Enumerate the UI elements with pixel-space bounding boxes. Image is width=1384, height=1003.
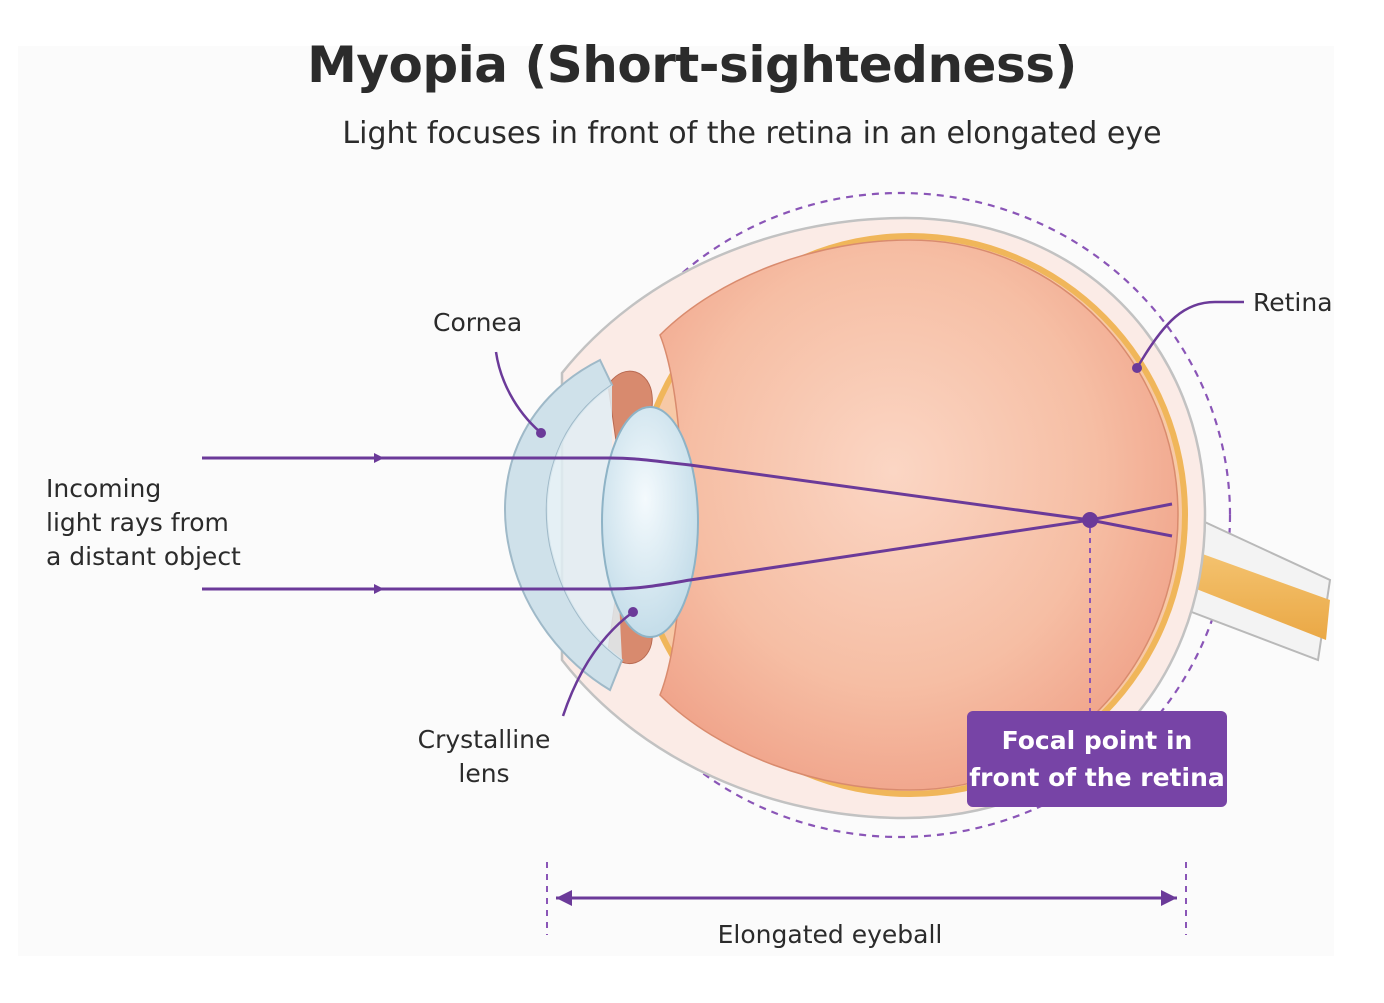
incoming-light-line-3: a distant object: [46, 542, 241, 571]
lens-leader: [561, 610, 634, 717]
elongated-eyeball-label: Elongated eyeball: [717, 920, 943, 949]
incoming-light-line-2: light rays from: [46, 508, 229, 537]
cornea-label: Cornea: [433, 308, 523, 337]
cornea-leader: [494, 351, 541, 433]
incoming-light-line-1: Incoming: [46, 474, 162, 503]
focal-point-marker: [1082, 512, 1098, 528]
diagram-title: Myopia (Short-sightedness): [307, 36, 1077, 94]
light-ray-lower-refracted: [609, 502, 1173, 591]
focal-point-line-1: Focal point in: [1001, 726, 1193, 755]
incoming-light-label: Incoming light rays from a distant objec…: [46, 472, 241, 574]
crystalline-lens-label: Crystalline lens: [414, 723, 554, 791]
crystalline-lens: [601, 406, 699, 638]
vitreous-body: [659, 239, 1179, 791]
retina-leader: [1135, 300, 1244, 369]
light-ray-upper-refracted: [609, 456, 1173, 538]
focal-point-callout: Focal point in front of the retina: [967, 711, 1227, 807]
normal-eye-outline: [568, 191, 1232, 839]
retina-label: Retina: [1253, 288, 1333, 317]
lens-label-line-1: Crystalline: [417, 725, 551, 754]
lens-label-line-2: lens: [458, 759, 510, 788]
diagram-subtitle: Light focuses in front of the retina in …: [342, 116, 1162, 151]
focal-point-line-2: front of the retina: [969, 763, 1225, 792]
